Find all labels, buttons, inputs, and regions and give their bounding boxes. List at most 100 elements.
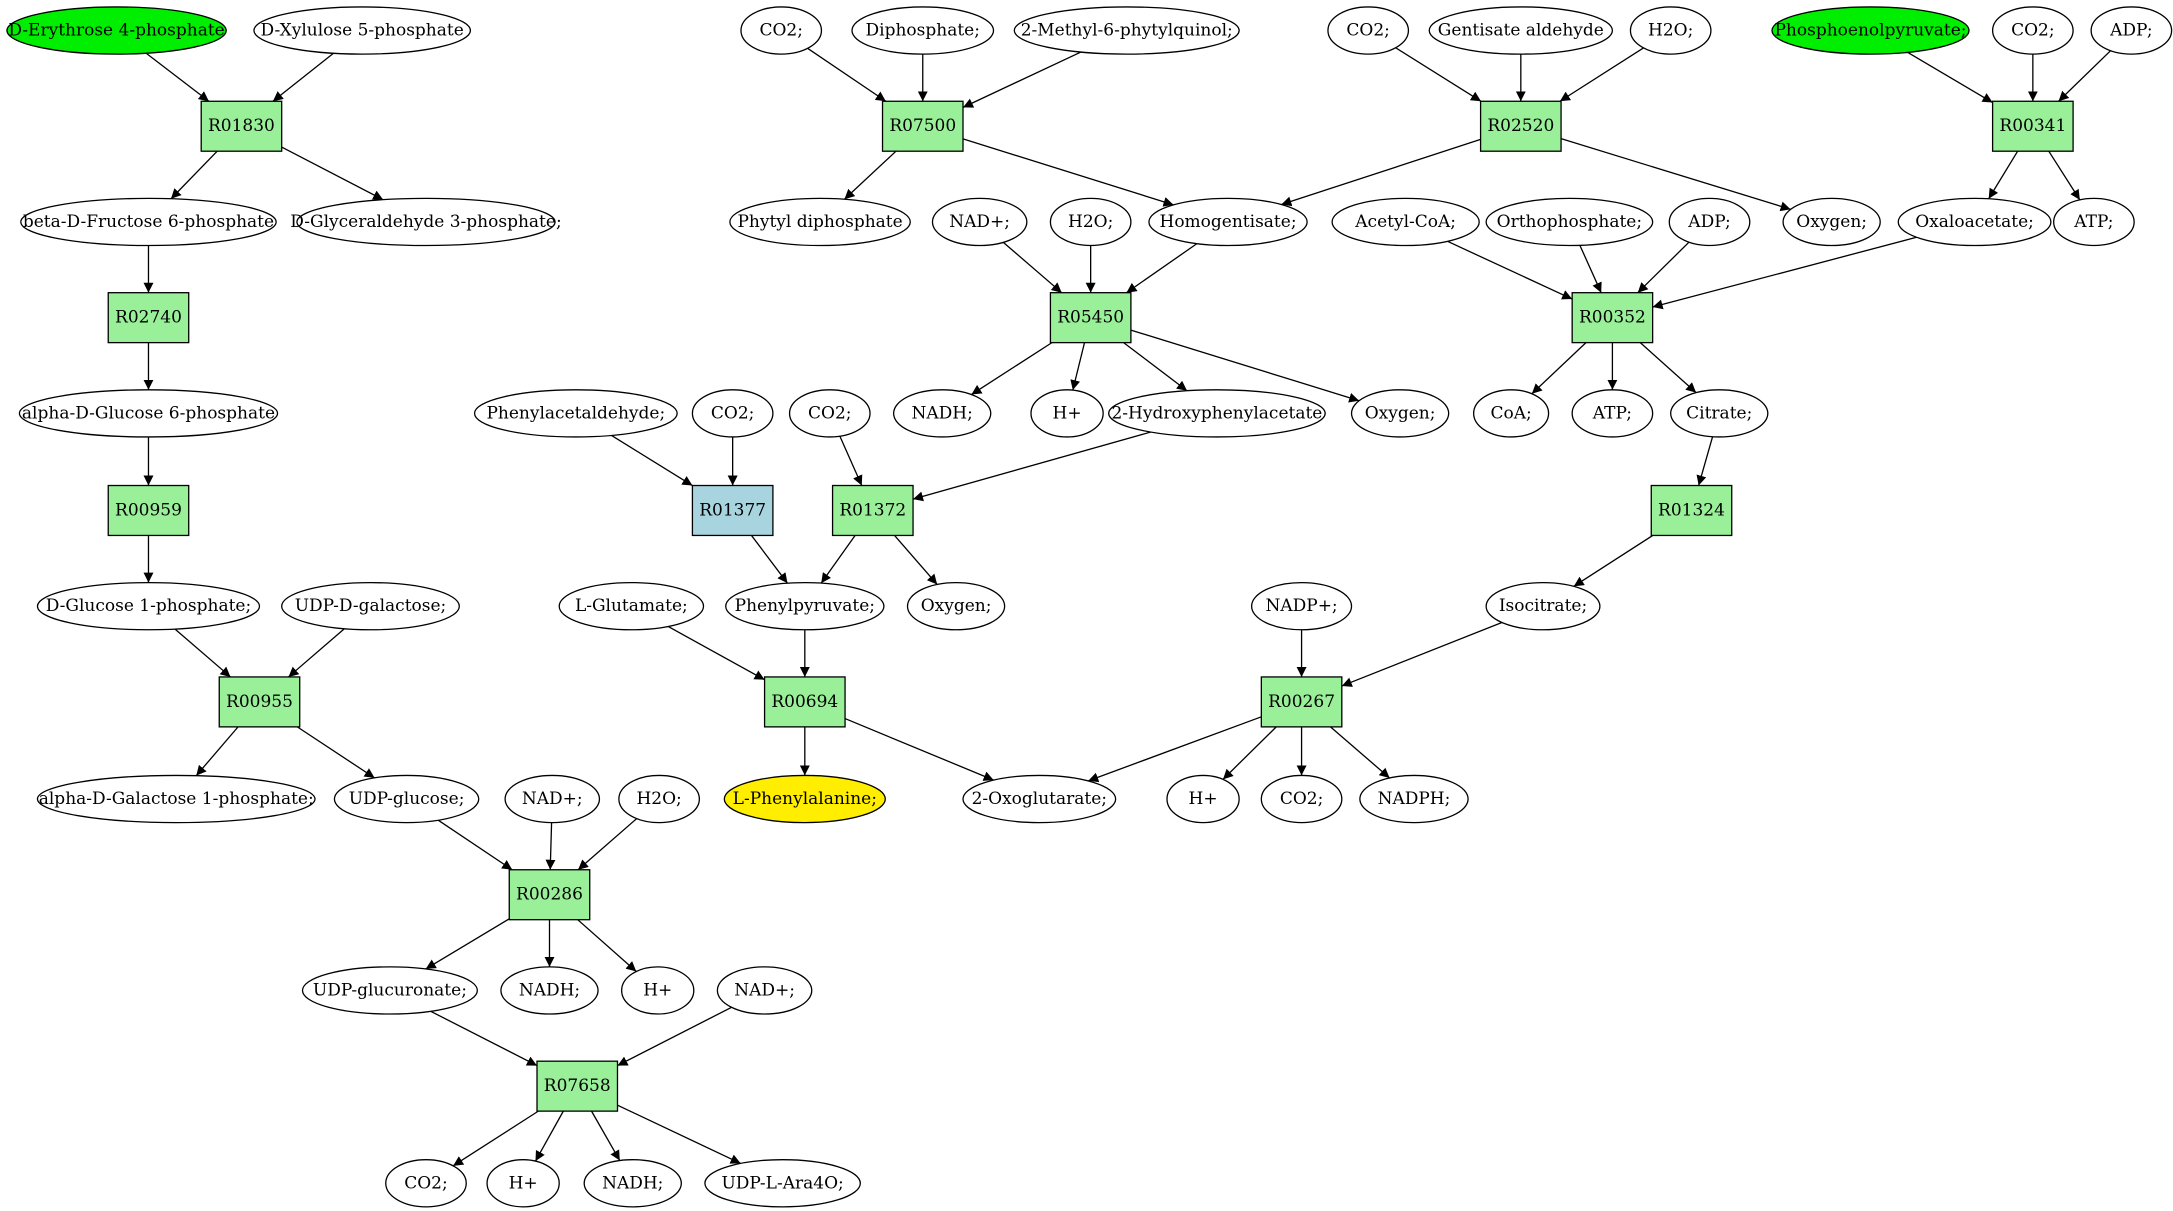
reaction-node-r00959[interactable]: R00959	[107, 484, 190, 537]
compound-node-co2_e[interactable]: CO2;	[691, 389, 774, 438]
compound-node-paa[interactable]: Phenylacetaldehyde;	[473, 389, 678, 438]
compound-node-udpara[interactable]: UDP-L-Ara4O;	[704, 1159, 861, 1208]
compound-node-2hpa[interactable]: 2-Hydroxyphenylacetate	[1108, 389, 1326, 438]
compound-shape	[36, 774, 316, 824]
compound-node-udpgluc[interactable]: UDP-glucuronate;	[301, 966, 478, 1015]
compound-node-phytyl[interactable]: Phytyl diphosphate	[729, 197, 911, 247]
compound-shape	[1485, 581, 1601, 631]
compound-label: 2-Hydroxyphenylacetate	[1111, 403, 1322, 423]
compound-node-g6p[interactable]: alpha-D-Glucose 6-phosphate	[18, 389, 279, 438]
compound-node-oxy_c[interactable]: Oxygen;	[906, 581, 1006, 631]
reaction-node-r07500[interactable]: R07500	[881, 100, 964, 152]
compound-label: Oxygen;	[921, 596, 992, 616]
compound-node-nadh_b[interactable]: NADH;	[583, 1159, 682, 1208]
edge-r_R00352-to-c_coa	[1531, 342, 1587, 395]
compound-node-co2_b[interactable]: CO2;	[740, 6, 823, 55]
compound-node-h2o_b[interactable]: H2O;	[1049, 197, 1132, 247]
compound-node-icit[interactable]: Isocitrate;	[1485, 581, 1601, 631]
compound-shape	[1030, 389, 1104, 438]
compound-node-udpgal[interactable]: UDP-D-galactose;	[281, 581, 460, 631]
compound-shape	[892, 389, 992, 438]
compound-node-nadph[interactable]: NADPH;	[1359, 774, 1469, 824]
compound-shape	[500, 966, 599, 1015]
compound-node-ppyr[interactable]: Phenylpyruvate;	[725, 581, 885, 631]
compound-shape	[704, 1159, 861, 1208]
edge-c_g1p-to-r_R00955	[174, 628, 231, 678]
compound-node-udpglc[interactable]: UDP-glucose;	[333, 774, 480, 824]
compound-node-gent[interactable]: Gentisate aldehyde	[1428, 6, 1614, 55]
compound-label: NADH;	[602, 1173, 663, 1193]
compound-node-co2_a[interactable]: CO2;	[385, 1159, 467, 1208]
compound-node-cit[interactable]: Citrate;	[1670, 389, 1769, 438]
compound-node-nadp[interactable]: NADP+;	[1250, 581, 1353, 631]
compound-node-glu[interactable]: L-Glutamate;	[558, 581, 705, 631]
reaction-node-r00341[interactable]: R00341	[1991, 100, 2074, 152]
compound-node-h_b[interactable]: H+	[486, 1159, 560, 1208]
compound-node-oxy_a[interactable]: Oxygen;	[1350, 389, 1450, 438]
reaction-node-r07658[interactable]: R07658	[536, 1060, 619, 1112]
compound-node-nad_c[interactable]: NAD+;	[931, 197, 1028, 247]
reaction-label: R00352	[1579, 308, 1646, 328]
compound-node-diph[interactable]: Diphosphate;	[851, 6, 995, 55]
compound-shape	[1013, 6, 1240, 55]
compound-node-oxy_b[interactable]: Oxygen;	[1782, 197, 1881, 247]
compound-node-oaa[interactable]: Oxaloacetate;	[1897, 197, 2052, 247]
compound-shape	[558, 581, 705, 631]
compound-node-phe[interactable]: L-Phenylalanine;	[723, 774, 886, 824]
reaction-node-r02520[interactable]: R02520	[1479, 100, 1562, 152]
compound-node-f6p[interactable]: beta-D-Fructose 6-phosphate	[20, 197, 277, 247]
compound-node-adp_b[interactable]: ADP;	[1668, 197, 1751, 247]
compound-node-x5p[interactable]: D-Xylulose 5-phosphate	[253, 6, 472, 55]
compound-node-co2_c[interactable]: CO2;	[1327, 6, 1410, 55]
compound-node-h2o_a[interactable]: H2O;	[618, 774, 701, 824]
compound-node-g3p[interactable]: D-Glyceraldehyde 3-phosphate;	[290, 197, 562, 247]
compound-label: UDP-L-Ara4O;	[721, 1173, 843, 1193]
edge-r_R00267-to-c_nadph	[1330, 726, 1391, 779]
compound-node-pep[interactable]: Phosphoenolpyruvate;	[1771, 6, 1970, 55]
reaction-node-r01372[interactable]: R01372	[831, 484, 914, 537]
compound-node-nadh_a[interactable]: NADH;	[500, 966, 599, 1015]
reaction-box	[881, 100, 964, 152]
reaction-node-r01830[interactable]: R01830	[200, 100, 283, 152]
reaction-node-r00955[interactable]: R00955	[218, 676, 301, 728]
compound-label: Phenylpyruvate;	[735, 596, 875, 616]
compound-label: H2O;	[1648, 21, 1693, 41]
compound-node-co2_d[interactable]: CO2;	[1991, 6, 2074, 55]
reaction-node-r00352[interactable]: R00352	[1571, 292, 1654, 344]
compound-node-h_a[interactable]: H+	[621, 966, 695, 1015]
compound-label: L-Glutamate;	[575, 596, 688, 616]
reaction-node-r05450[interactable]: R05450	[1049, 292, 1132, 344]
compound-node-co2_f[interactable]: CO2;	[788, 389, 871, 438]
reaction-node-r00286[interactable]: R00286	[508, 869, 591, 921]
compound-shape	[1049, 197, 1132, 247]
compound-node-e4p[interactable]: D-Erythrose 4-phosphate	[6, 6, 227, 55]
compound-node-h_c[interactable]: H+	[1030, 389, 1104, 438]
reaction-node-r00267[interactable]: R00267	[1260, 676, 1343, 728]
compound-node-acoa[interactable]: Acetyl-CoA;	[1331, 197, 1480, 247]
reaction-box	[1260, 676, 1343, 728]
compound-node-atp_a[interactable]: ATP;	[2053, 197, 2135, 247]
compound-node-nad_a[interactable]: NAD+;	[504, 774, 601, 824]
compound-node-atp_b[interactable]: ATP;	[1571, 389, 1654, 438]
compound-label: Oxygen;	[1796, 212, 1867, 232]
compound-node-coa[interactable]: CoA;	[1472, 389, 1550, 438]
reaction-node-r01377[interactable]: R01377	[691, 484, 774, 537]
compound-node-adp_a[interactable]: ADP;	[2090, 6, 2173, 55]
compound-node-g1p[interactable]: D-Glucose 1-phosphate;	[36, 581, 261, 631]
reaction-node-r00694[interactable]: R00694	[763, 676, 846, 728]
compound-node-h_d[interactable]: H+	[1166, 774, 1240, 824]
compound-label: CO2;	[2011, 21, 2055, 41]
compound-node-gal1p[interactable]: alpha-D-Galactose 1-phosphate;	[36, 774, 316, 824]
compound-node-mpq[interactable]: 2-Methyl-6-phytylquinol;	[1013, 6, 1240, 55]
compound-node-co2_g[interactable]: CO2;	[1260, 774, 1343, 824]
compound-node-akg[interactable]: 2-Oxoglutarate;	[962, 774, 1117, 824]
compound-label: H+	[509, 1173, 538, 1193]
compound-node-h2o_c[interactable]: H2O;	[1629, 6, 1712, 55]
reaction-node-r01324[interactable]: R01324	[1650, 484, 1733, 537]
compound-node-nad_b[interactable]: NAD+;	[716, 966, 813, 1015]
compound-node-nadh_c[interactable]: NADH;	[892, 389, 992, 438]
reaction-node-r02740[interactable]: R02740	[107, 292, 190, 344]
compound-node-pi[interactable]: Orthophosphate;	[1485, 197, 1654, 247]
edge-r_R00694-to-c_akg	[844, 717, 994, 781]
compound-node-homog[interactable]: Homogentisate;	[1148, 197, 1308, 247]
